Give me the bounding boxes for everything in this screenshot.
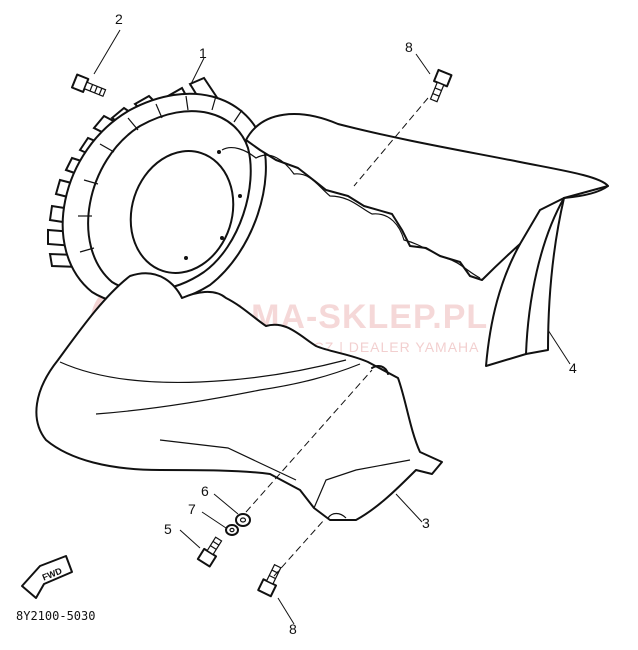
washer-part-6-icon	[235, 513, 251, 527]
label-part-5: 5	[164, 521, 172, 537]
leader-lines	[93, 29, 571, 625]
washer-part-7-icon	[225, 524, 239, 536]
upper-air-shroud-part-4	[221, 113, 609, 367]
label-part-3: 3	[422, 515, 430, 531]
bolt-part-2-icon	[70, 73, 107, 98]
label-part-8-top: 8	[405, 39, 413, 55]
lower-air-shroud-part-3	[35, 272, 443, 521]
diagram-reference-code: 8Y2100-5030	[16, 609, 95, 623]
label-part-2: 2	[115, 11, 123, 27]
label-part-8-bottom: 8	[289, 621, 297, 637]
part-labels: 2 1 8 4 3 6 7 5 8	[115, 11, 577, 637]
label-part-1: 1	[199, 45, 207, 61]
flywheel-fan-part-1	[47, 76, 267, 306]
bolt-part-5-icon	[196, 536, 223, 568]
bolt-part-8-bottom-icon	[257, 563, 282, 598]
label-part-4: 4	[569, 360, 577, 376]
label-part-7: 7	[188, 501, 196, 517]
bolt-part-8-top-icon	[429, 68, 453, 103]
forward-direction-badge: FWD	[21, 555, 73, 599]
label-part-6: 6	[201, 483, 209, 499]
assembly-dashes	[245, 97, 429, 577]
